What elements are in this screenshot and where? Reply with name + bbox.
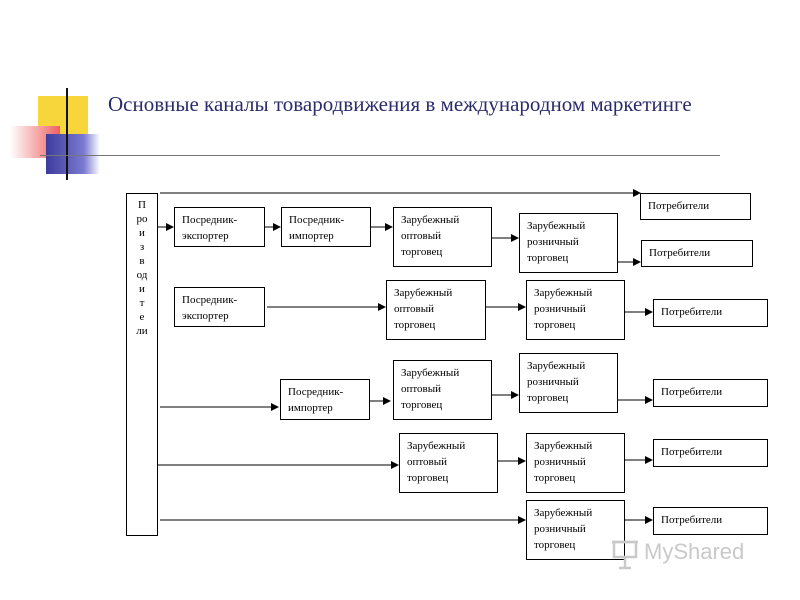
consumers-box-5: Потребители bbox=[653, 439, 768, 467]
wholesaler-box-2: Зарубежный оптовый торговец bbox=[386, 280, 486, 340]
wholesaler-box-1: Зарубежный оптовый торговец bbox=[393, 207, 492, 267]
consumers-label: Потребители bbox=[661, 446, 723, 458]
watermark-text: MyShared bbox=[644, 539, 745, 564]
exporter-box-1: Посредник- экспортер bbox=[174, 207, 265, 247]
consumers-label: Потребители bbox=[661, 514, 723, 526]
exporter-label: Посредник- экспортер bbox=[182, 214, 238, 242]
consumers-box-1: Потребители bbox=[640, 193, 751, 220]
consumers-label: Потребители bbox=[661, 386, 723, 398]
presentation-board-icon bbox=[612, 540, 638, 570]
consumers-label: Потребители bbox=[648, 200, 710, 212]
slide-title: Основные каналы товародвижения в междуна… bbox=[108, 92, 692, 116]
consumers-box-6: Потребители bbox=[653, 507, 768, 535]
importer-label: Посредник- импортер bbox=[288, 386, 344, 414]
consumers-label: Потребители bbox=[661, 306, 723, 318]
retailer-box-2: Зарубежный розничный торговец bbox=[526, 280, 625, 340]
importer-box-3: Посредник- импортер bbox=[280, 379, 370, 420]
wholesaler-box-3: Зарубежный оптовый торговец bbox=[393, 360, 492, 420]
decor-blue-square bbox=[46, 134, 100, 174]
producers-box: П ро и з в од и т е ли bbox=[126, 193, 158, 536]
wholesaler-label: Зарубежный оптовый торговец bbox=[401, 367, 460, 411]
exporter-label: Посредник- экспортер bbox=[182, 294, 238, 322]
watermark: MyShared bbox=[610, 538, 760, 570]
exporter-box-2: Посредник- экспортер bbox=[174, 287, 265, 327]
consumers-box-2: Потребители bbox=[641, 240, 753, 267]
retailer-label: Зарубежный розничный торговец bbox=[534, 507, 593, 551]
retailer-box-3: Зарубежный розничный торговец bbox=[519, 353, 618, 413]
importer-label: Посредник- импортер bbox=[289, 214, 345, 242]
decor-horizontal-line bbox=[40, 155, 720, 156]
wholesaler-label: Зарубежный оптовый торговец bbox=[394, 287, 453, 331]
retailer-box-4: Зарубежный розничный торговец bbox=[526, 433, 625, 493]
wholesaler-label: Зарубежный оптовый торговец bbox=[407, 440, 466, 484]
decor-vertical-line bbox=[66, 88, 68, 180]
consumers-box-3: Потребители bbox=[653, 299, 768, 327]
retailer-label: Зарубежный розничный торговец bbox=[534, 440, 593, 484]
wholesaler-label: Зарубежный оптовый торговец bbox=[401, 214, 460, 258]
consumers-label: Потребители bbox=[649, 247, 711, 259]
importer-box-1: Посредник- импортер bbox=[281, 207, 371, 247]
retailer-box-1: Зарубежный розничный торговец bbox=[519, 213, 618, 273]
retailer-label: Зарубежный розничный торговец bbox=[527, 360, 586, 404]
retailer-label: Зарубежный розничный торговец bbox=[534, 287, 593, 331]
retailer-label: Зарубежный розничный торговец bbox=[527, 220, 586, 264]
producers-label: П ро и з в од и т е ли bbox=[136, 199, 148, 337]
wholesaler-box-4: Зарубежный оптовый торговец bbox=[399, 433, 498, 493]
retailer-box-5: Зарубежный розничный торговец bbox=[526, 500, 625, 560]
consumers-box-4: Потребители bbox=[653, 379, 768, 407]
